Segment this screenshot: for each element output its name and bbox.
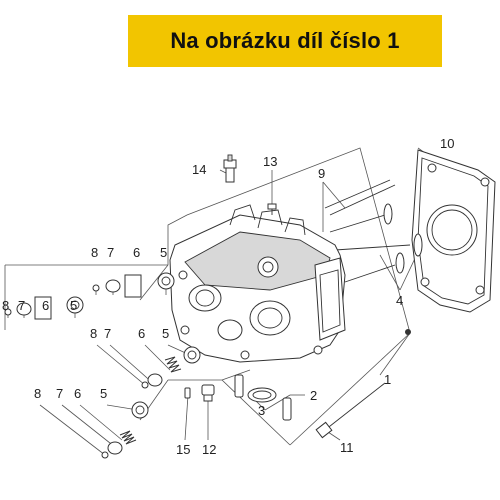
callout-4: 4 [396,293,403,308]
callout-5-lower: 5 [100,386,107,401]
gasket-part-10 [411,149,496,313]
callout-6-left: 6 [42,298,49,313]
o-ring-part-2 [247,387,277,403]
highlight-banner: Na obrázku díl číslo 1 [128,15,442,67]
callout-5-middle: 5 [162,326,169,341]
callout-13: 13 [263,154,277,169]
callout-7-middle: 7 [104,326,111,341]
callout-10: 10 [440,136,454,151]
pin-part-15 [184,387,191,399]
callout-5-left: 5 [70,298,77,313]
banner-title: Na obrázku díl číslo 1 [170,28,400,53]
spring-set-middle [141,346,201,389]
callout-3: 3 [258,403,265,418]
screw-part-13 [267,203,277,215]
callout-7-left: 7 [18,298,25,313]
callout-6-lower: 6 [74,386,81,401]
callout-14: 14 [192,162,206,177]
callout-8-upper: 8 [91,245,98,260]
callout-7-lower: 7 [56,386,63,401]
callout-6-upper: 6 [133,245,140,260]
callout-labels: 10 14 13 9 4 1 2 3 11 15 12 8 7 6 5 8 7 … [2,136,454,457]
spring-set-upper [92,272,175,298]
sensor-part-14 [223,154,237,183]
callout-1: 1 [384,372,391,387]
bolt-part-11 [315,382,386,439]
callout-15: 15 [176,442,190,457]
callout-6-middle: 6 [138,326,145,341]
valves-part-9-4 [324,179,423,283]
callout-5-upper: 5 [160,245,167,260]
spring-set-lower [101,401,149,459]
callout-11: 11 [340,440,354,455]
callout-8-left: 8 [2,298,9,313]
callout-2: 2 [310,388,317,403]
callout-12: 12 [202,442,216,457]
callout-7-upper: 7 [107,245,114,260]
fitting-part-12 [201,384,215,402]
callout-9: 9 [318,166,325,181]
spring-set-left [4,296,84,320]
callout-8-middle: 8 [90,326,97,341]
callout-8-lower: 8 [34,386,41,401]
dowel-pins-part-3 [234,374,292,421]
cylinder-head-part-1 [169,204,411,363]
